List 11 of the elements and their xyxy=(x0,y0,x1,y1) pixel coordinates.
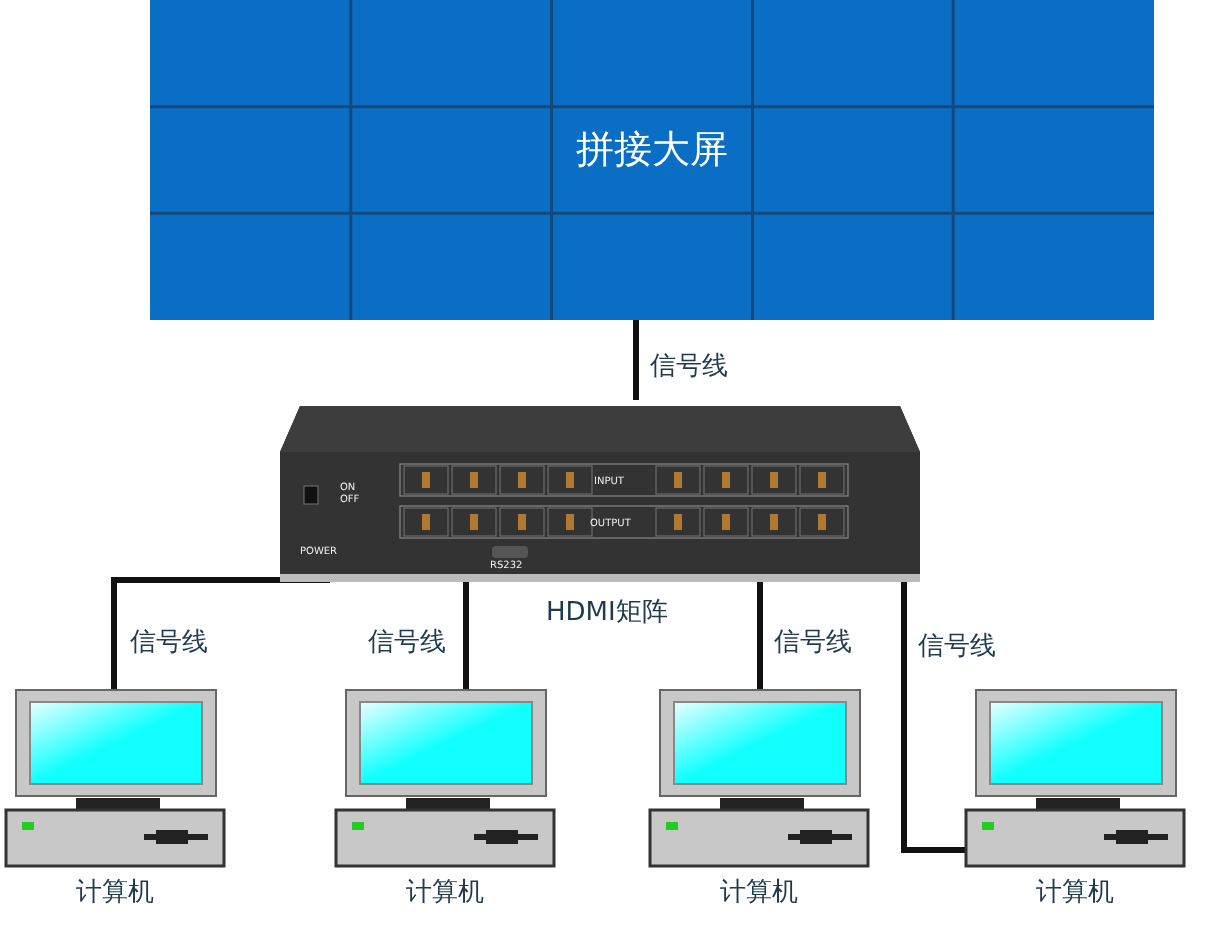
computer-label: 计算机 xyxy=(404,876,486,910)
edge-label: 信号线 xyxy=(916,632,998,662)
device-label: HDMI矩阵 xyxy=(546,596,668,630)
computer-label: 计算机 xyxy=(1034,876,1116,910)
screen-title: 拼接大屏 xyxy=(574,126,730,176)
computer-label: 计算机 xyxy=(718,876,800,910)
edge-label: 信号线 xyxy=(772,628,854,658)
edge-label: 信号线 xyxy=(128,628,210,658)
edge-label: 信号线 xyxy=(366,628,448,658)
edge-label: 信号线 xyxy=(648,352,730,382)
computer-label: 计算机 xyxy=(74,876,156,910)
